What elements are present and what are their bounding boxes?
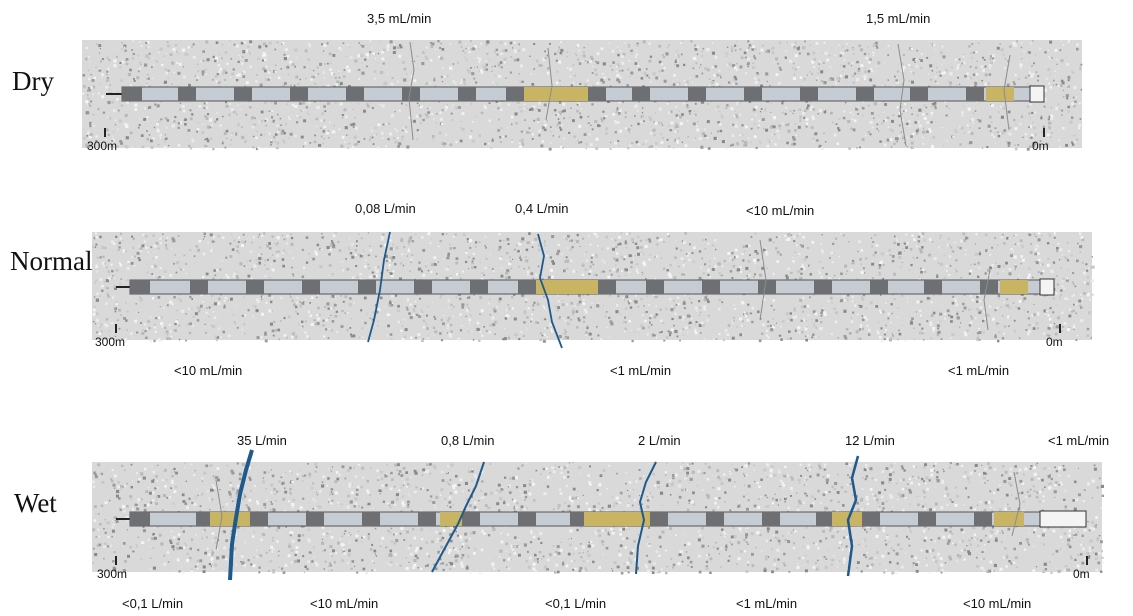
flow-label: <1 mL/min: [948, 363, 1010, 378]
pipe-end-cap: [1039, 510, 1087, 528]
flow-label: <10 mL/min: [174, 363, 243, 378]
normal-rock-texture: [92, 232, 1095, 343]
pipe-joints: [130, 512, 992, 526]
hairline-cracks: [215, 471, 1021, 551]
depth-label-end: 0m: [1073, 567, 1090, 581]
pipe-end-cap: [1029, 85, 1045, 103]
packers: [536, 280, 1028, 294]
fracture-line: [635, 461, 657, 575]
pipe-joints: [130, 280, 998, 294]
depth-label-start: 300m: [95, 335, 126, 349]
flow-label: <1 mL/min: [1048, 433, 1110, 448]
flow-label: 0,4 L/min: [515, 201, 569, 216]
panel-dry: Dry 3,5 mL/min 1,5 mL/min 300m 0m: [0, 0, 1133, 170]
depth-tick-start: [115, 324, 117, 333]
hairline-cracks: [759, 239, 991, 331]
fracture-line: [228, 449, 254, 581]
depth-label-start: 300m: [97, 567, 128, 581]
flow-label: 2 L/min: [638, 433, 681, 448]
fracture-line: [537, 233, 563, 349]
flow-label: 3,5 mL/min: [367, 11, 432, 26]
flow-label: <10 mL/min: [310, 596, 379, 611]
row-label-wet: Wet: [14, 488, 57, 518]
hairline-cracks: [408, 41, 1011, 147]
fracture-line: [431, 461, 485, 573]
fracture-line: [846, 455, 860, 577]
depth-tick-end: [1043, 128, 1045, 137]
flow-label: <10 mL/min: [963, 596, 1032, 611]
normal-borehole-diagram: [92, 231, 1095, 349]
packers: [524, 87, 1014, 101]
fractures: [228, 449, 860, 581]
flow-label: 0,08 L/min: [355, 201, 416, 216]
flow-label: 35 L/min: [237, 433, 287, 448]
depth-label-end: 0m: [1046, 335, 1063, 349]
fractures: [367, 231, 563, 349]
depth-tick-end: [1059, 324, 1061, 333]
fracture-line: [367, 231, 391, 343]
flow-label: 12 L/min: [845, 433, 895, 448]
wet-borehole-diagram: [92, 449, 1105, 581]
depth-label-end: 0m: [1032, 139, 1049, 153]
dry-borehole-diagram: [82, 40, 1084, 151]
depth-tick-start: [104, 128, 106, 137]
flow-label: 0,8 L/min: [441, 433, 495, 448]
flow-label: <1 mL/min: [610, 363, 672, 378]
flow-label: <0,1 L/min: [545, 596, 607, 611]
pipe-joints: [122, 87, 984, 101]
flow-label: <1 mL/min: [736, 596, 798, 611]
panel-normal: Normal 0,08 L/min 0,4 L/min <10 mL/min 3…: [0, 190, 1133, 385]
flow-label: 1,5 mL/min: [866, 11, 931, 26]
row-label-dry: Dry: [12, 66, 54, 96]
flow-label: <0,1 L/min: [122, 596, 184, 611]
packers: [210, 512, 1024, 526]
depth-tick-end: [1086, 556, 1088, 565]
depth-label-start: 300m: [87, 139, 118, 153]
panel-wet: Wet 35 L/min 0,8 L/min 2 L/min 12 L/min …: [0, 420, 1133, 616]
pipe-end-cap: [1039, 278, 1055, 296]
flow-label: <10 mL/min: [746, 203, 815, 218]
depth-tick-start: [115, 556, 117, 565]
row-label-normal: Normal: [10, 246, 93, 276]
